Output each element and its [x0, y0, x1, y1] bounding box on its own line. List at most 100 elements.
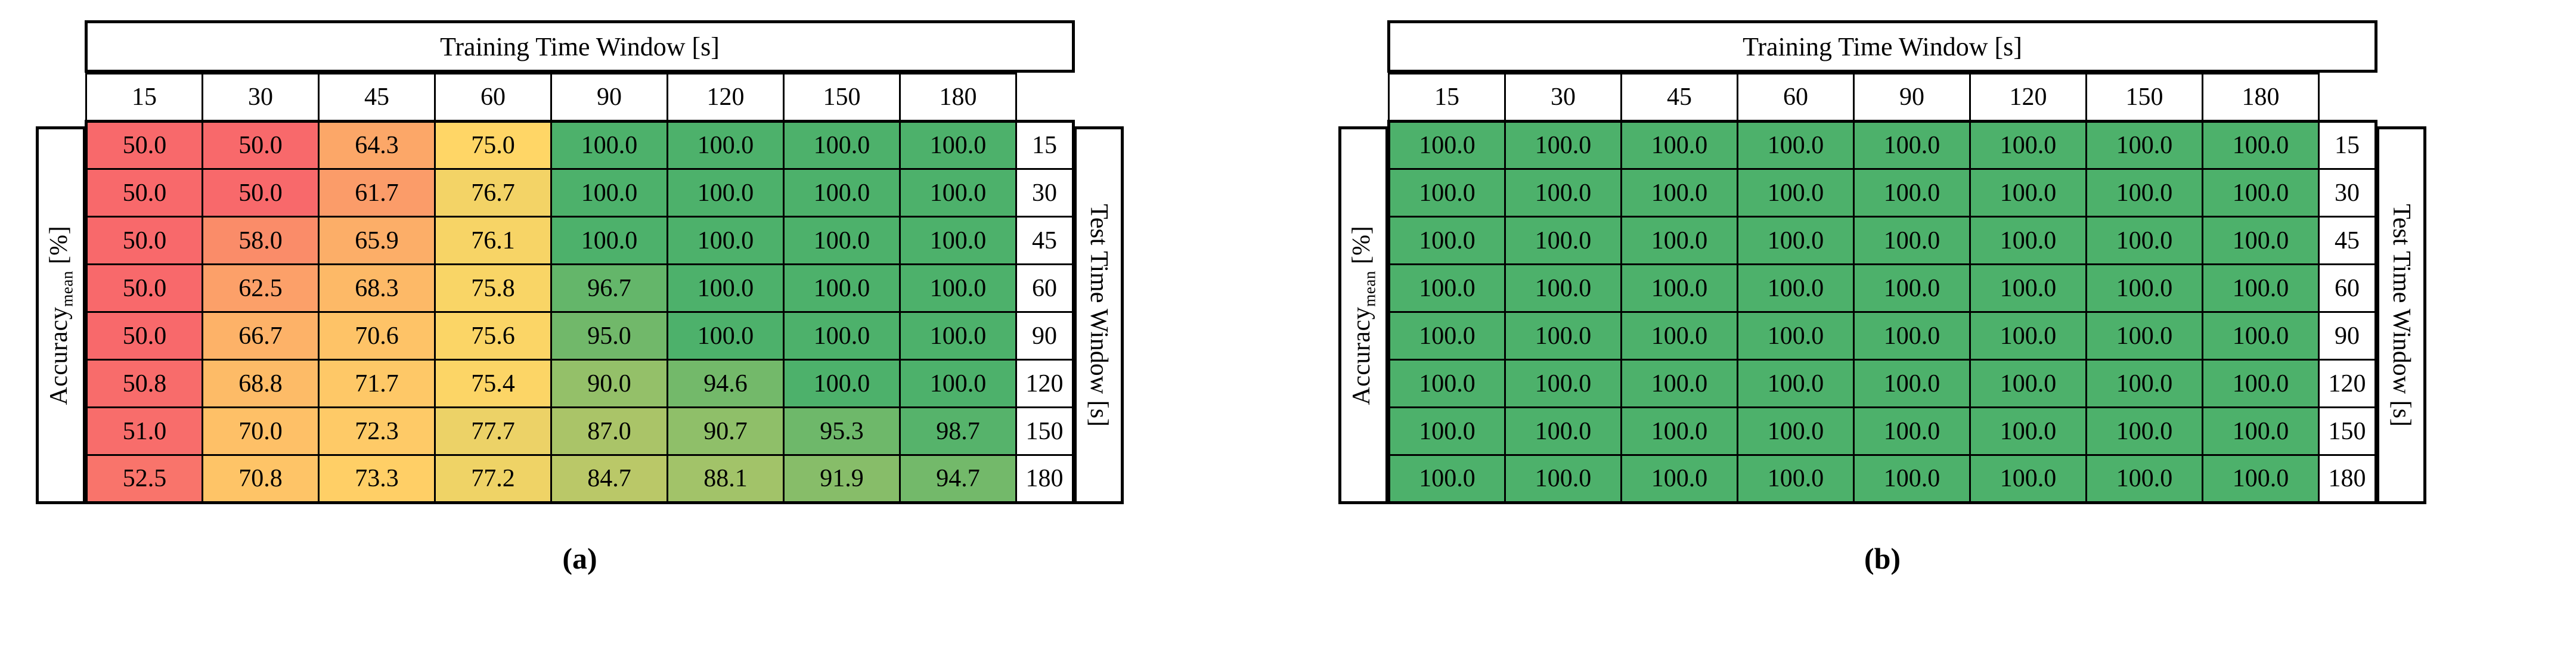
- panel-b-cell-r60-c30: 100.0: [1504, 263, 1622, 313]
- panel-a-training-axis-title: Training Time Window [s]: [85, 20, 1075, 73]
- panel-b-cell-r15-c30: 100.0: [1504, 120, 1622, 170]
- panel-b-cell-r150-c30: 100.0: [1504, 406, 1622, 456]
- panel-b-cell-r60-c90: 100.0: [1853, 263, 1971, 313]
- panel-b-cell-r60-c180: 100.0: [2202, 263, 2320, 313]
- panel-a-cell-r180-c120: 88.1: [667, 454, 785, 504]
- panel-a-cell-r90-c180: 100.0: [899, 311, 1017, 361]
- panel-a-accuracy-label-sub: mean: [58, 271, 76, 307]
- panel-a-row-header-180: 180: [1015, 454, 1075, 504]
- panel-a-cell-r15-c180: 100.0: [899, 120, 1017, 170]
- panel-b-test-axis-label: Test Time Window [s]: [2377, 126, 2426, 504]
- panel-b-row-header-30: 30: [2318, 168, 2377, 218]
- panel-a-cell-r30-c45: 61.7: [318, 168, 436, 218]
- panel-b-cell-r120-c30: 100.0: [1504, 359, 1622, 408]
- panel-a-row-header-150: 150: [1015, 406, 1075, 456]
- panel-b-cell-r150-c120: 100.0: [1969, 406, 2087, 456]
- panel-b-cell-r45-c15: 100.0: [1387, 216, 1506, 265]
- panel-a-caption: (a): [562, 542, 597, 575]
- panel-b-cell-r120-c60: 100.0: [1737, 359, 1855, 408]
- panel-a-cell-r45-c150: 100.0: [783, 216, 901, 265]
- panel-b-cell-r45-c180: 100.0: [2202, 216, 2320, 265]
- panel-a-cell-r30-c30: 50.0: [202, 168, 320, 218]
- panel-a-cell-r30-c120: 100.0: [667, 168, 785, 218]
- panel-b-cell-r120-c150: 100.0: [2085, 359, 2203, 408]
- panel-a-cell-r15-c150: 100.0: [783, 120, 901, 170]
- panel-b-accuracy-label-unit: [%]: [1347, 225, 1375, 271]
- panel-b-row-header-180: 180: [2318, 454, 2377, 504]
- panel-a-cell-r60-c180: 100.0: [899, 263, 1017, 313]
- panel-b-cell-r45-c90: 100.0: [1853, 216, 1971, 265]
- panel-a-cell-r45-c60: 76.1: [434, 216, 552, 265]
- panel-b-row-header-45: 45: [2318, 216, 2377, 265]
- panel-b-cell-r30-c15: 100.0: [1387, 168, 1506, 218]
- panel-a-cell-r60-c150: 100.0: [783, 263, 901, 313]
- panel-b-cell-r90-c30: 100.0: [1504, 311, 1622, 361]
- panel-a-cell-r60-c15: 50.0: [85, 263, 203, 313]
- panel-b-column-header-180: 180: [2202, 73, 2320, 122]
- panel-a-row-header-120: 120: [1015, 359, 1075, 408]
- panel-a-cell-r150-c60: 77.7: [434, 406, 552, 456]
- panel-a-accuracy-axis-label: Accuracymean [%]: [36, 126, 85, 504]
- panel-a-cell-r60-c45: 68.3: [318, 263, 436, 313]
- panel-a-cell-r150-c180: 98.7: [899, 406, 1017, 456]
- panel-b-cell-r180-c90: 100.0: [1853, 454, 1971, 504]
- panel-b-cell-r30-c150: 100.0: [2085, 168, 2203, 218]
- panel-a-row-header-90: 90: [1015, 311, 1075, 361]
- panel-b-cell-r60-c150: 100.0: [2085, 263, 2203, 313]
- panel-b-cell-r120-c120: 100.0: [1969, 359, 2087, 408]
- panel-b-cell-r60-c120: 100.0: [1969, 263, 2087, 313]
- panel-b-cell-r90-c90: 100.0: [1853, 311, 1971, 361]
- panel-b-cell-r90-c15: 100.0: [1387, 311, 1506, 361]
- panel-b-row-header-60: 60: [2318, 263, 2377, 313]
- panel-b-cell-r30-c30: 100.0: [1504, 168, 1622, 218]
- panel-b-cell-r150-c90: 100.0: [1853, 406, 1971, 456]
- panel-b-cell-r30-c60: 100.0: [1737, 168, 1855, 218]
- panel-b-cell-r180-c45: 100.0: [1620, 454, 1738, 504]
- panel-a-accuracy-label-main: Accuracy: [45, 306, 73, 405]
- panel-b-cell-r180-c60: 100.0: [1737, 454, 1855, 504]
- panel-a-column-header-45: 45: [318, 73, 436, 122]
- panel-b-cell-r120-c45: 100.0: [1620, 359, 1738, 408]
- panel-a-column-header-30: 30: [202, 73, 320, 122]
- panel-b-cell-r30-c90: 100.0: [1853, 168, 1971, 218]
- panel-a-cell-r15-c45: 64.3: [318, 120, 436, 170]
- panel-a-matrix: Accuracymean [%] Training Time Window [s…: [36, 20, 1124, 504]
- panel-a-cell-r15-c15: 50.0: [85, 120, 203, 170]
- panel-a-cell-r180-c45: 73.3: [318, 454, 436, 504]
- panel-b-training-axis-title: Training Time Window [s]: [1387, 20, 2377, 73]
- panel-b-cell-r15-c90: 100.0: [1853, 120, 1971, 170]
- panel-a-cell-r120-c120: 94.6: [667, 359, 785, 408]
- panel-a-cell-r90-c150: 100.0: [783, 311, 901, 361]
- panel-b-cell-r180-c150: 100.0: [2085, 454, 2203, 504]
- panel-b-cell-r120-c180: 100.0: [2202, 359, 2320, 408]
- panel-a-cell-r120-c15: 50.8: [85, 359, 203, 408]
- panel-b-cell-r150-c45: 100.0: [1620, 406, 1738, 456]
- panel-b-column-header-60: 60: [1737, 73, 1855, 122]
- panel-a-cell-r90-c30: 66.7: [202, 311, 320, 361]
- panel-a-cell-r45-c15: 50.0: [85, 216, 203, 265]
- panel-b-header-corner-spacer: [2318, 73, 2376, 122]
- panel-b-cell-r15-c120: 100.0: [1969, 120, 2087, 170]
- panel-a-cell-r120-c30: 68.8: [202, 359, 320, 408]
- panel-b-cell-r150-c60: 100.0: [1737, 406, 1855, 456]
- panel-b-cell-r15-c60: 100.0: [1737, 120, 1855, 170]
- panel-b-cell-r60-c15: 100.0: [1387, 263, 1506, 313]
- panel-b-cell-r180-c15: 100.0: [1387, 454, 1506, 504]
- panel-b-row-header-15: 15: [2318, 120, 2377, 170]
- panel-a-cell-r150-c150: 95.3: [783, 406, 901, 456]
- panel-b-cell-r15-c150: 100.0: [2085, 120, 2203, 170]
- panel-a-cell-r90-c60: 75.6: [434, 311, 552, 361]
- panel-a-cell-r60-c90: 96.7: [550, 263, 668, 313]
- panel-b-accuracy-axis-label: Accuracymean [%]: [1338, 126, 1387, 504]
- panel-a-cell-r180-c180: 94.7: [899, 454, 1017, 504]
